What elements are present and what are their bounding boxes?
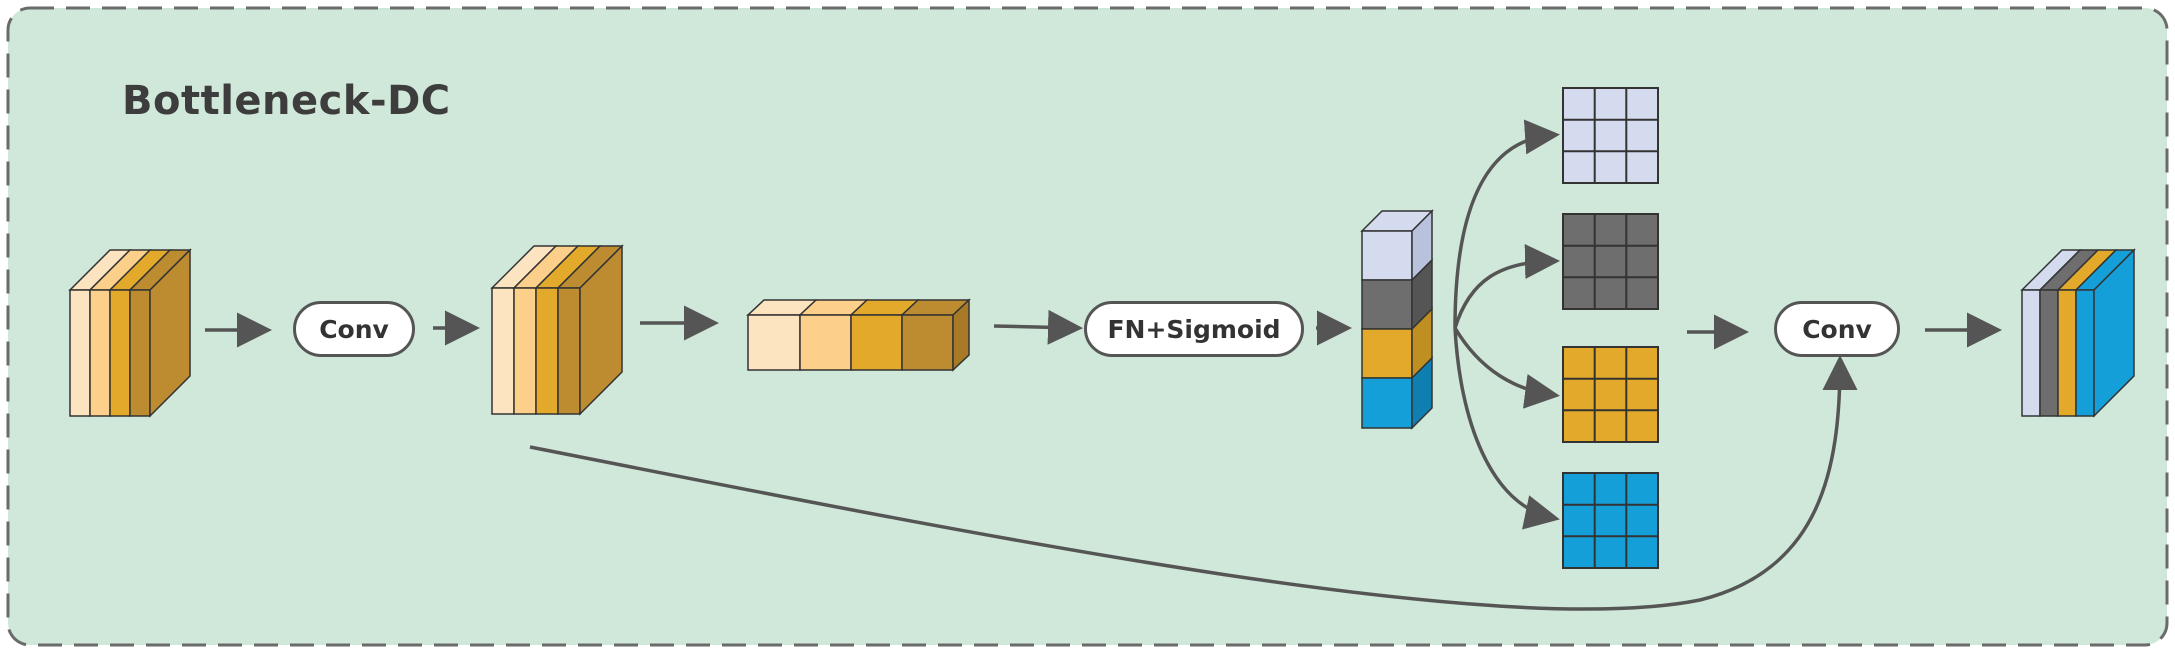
arrow-branch-to-kernel-4 (1453, 327, 1560, 530)
kernel-grid-lavender (1562, 87, 1659, 184)
pooled-vector (746, 298, 971, 372)
conv-op-last-label: Conv (1802, 314, 1872, 344)
arrow-vector-to-fn (993, 309, 1083, 345)
arrow-branch-to-kernel-3 (1453, 327, 1560, 409)
arrow-branch-to-kernel-2 (1453, 244, 1560, 329)
kernel-grid-blue (1562, 472, 1659, 569)
weight-column (1360, 209, 1434, 430)
conv-op-first: Conv (293, 301, 415, 357)
conv-op-first-label: Conv (319, 314, 389, 344)
output-feature-map (2020, 248, 2136, 418)
kernel-grid-gold (1562, 346, 1659, 443)
input-feature-map (68, 248, 192, 418)
arrow-branch-to-kernel-1 (1453, 119, 1560, 329)
conv-feature-map (490, 244, 624, 416)
module-title: Bottleneck-DC (122, 78, 451, 124)
fn-sigmoid-label: FN+Sigmoid (1107, 314, 1281, 344)
skip-connection-arrow (529, 355, 1858, 611)
fn-sigmoid-op: FN+Sigmoid (1084, 301, 1304, 357)
conv-op-last: Conv (1774, 301, 1900, 357)
kernel-grid-gray (1562, 213, 1659, 310)
